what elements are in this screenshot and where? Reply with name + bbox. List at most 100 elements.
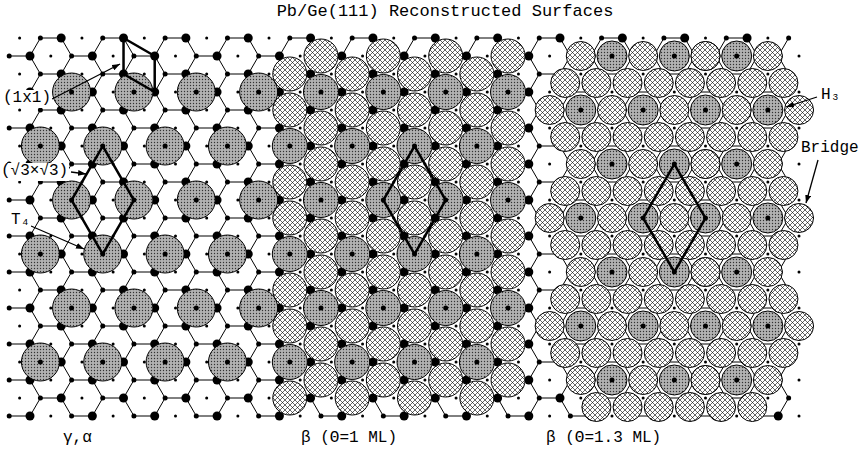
pb-atom-hatched — [675, 339, 704, 368]
leader-arrow — [806, 160, 818, 203]
second-atom — [69, 270, 74, 275]
second-atom — [724, 36, 729, 41]
deep-atom — [392, 145, 395, 148]
deep-atom — [361, 379, 364, 382]
deep-atom — [704, 109, 707, 112]
site-dot — [703, 324, 708, 329]
pb-atom-hatched — [273, 201, 307, 235]
deep-atom — [579, 73, 582, 76]
second-atom — [506, 414, 511, 419]
second-atom — [537, 396, 542, 401]
pb-atom-hatched — [769, 177, 798, 206]
deep-atom — [299, 307, 302, 310]
site-dot — [506, 198, 511, 203]
deep-atom — [766, 37, 769, 40]
deep-atom — [673, 235, 676, 238]
deep-atom — [330, 325, 333, 328]
deep-atom — [236, 91, 239, 94]
second-atom — [131, 378, 136, 383]
deep-atom — [766, 181, 769, 184]
pb-atom-hatched — [366, 111, 400, 145]
deep-atom — [735, 199, 738, 202]
pb-atom-hatched — [582, 177, 611, 206]
pb-atom-hatched — [429, 147, 463, 181]
second-atom — [194, 378, 199, 383]
second-atom — [69, 54, 74, 59]
top-atom — [57, 34, 66, 43]
pb-atom-hatched — [566, 258, 595, 287]
site-dot — [38, 360, 43, 365]
pb-atom-hatched — [753, 366, 782, 395]
second-atom — [194, 342, 199, 347]
pb-atom-hatched — [566, 366, 595, 395]
deep-atom — [642, 253, 645, 256]
deep-atom — [766, 325, 769, 328]
site-dot — [443, 306, 448, 311]
pb-atom-shaded — [491, 291, 526, 326]
deep-atom — [766, 361, 769, 364]
deep-atom — [174, 91, 177, 94]
second-atom — [38, 216, 43, 221]
second-atom — [194, 54, 199, 59]
pb-atom-hatched — [460, 381, 494, 415]
pb-atom-hatched — [629, 366, 658, 395]
deep-atom — [766, 253, 769, 256]
deep-atom — [486, 307, 489, 310]
second-atom — [38, 288, 43, 293]
site-dot — [734, 54, 739, 59]
site-dot — [734, 162, 739, 167]
second-atom — [194, 234, 199, 239]
second-atom — [7, 126, 12, 131]
deep-atom — [361, 235, 364, 238]
pb-atom-hatched — [707, 177, 736, 206]
site-dot — [443, 90, 448, 95]
second-atom — [537, 36, 542, 41]
second-atom — [506, 306, 511, 311]
site-dot — [163, 360, 168, 365]
pb-atom-shaded — [459, 129, 494, 164]
second-atom — [256, 126, 261, 131]
deep-atom — [236, 415, 239, 418]
deep-atom — [735, 235, 738, 238]
pb-adatoms — [21, 39, 813, 422]
site-dot — [506, 306, 511, 311]
pb-atom-shaded — [303, 291, 338, 326]
second-atom — [100, 180, 105, 185]
pb-atom-hatched — [366, 327, 400, 361]
site-dot — [38, 144, 43, 149]
pb-atom-shaded — [722, 149, 752, 179]
phase-label: γ,α — [62, 430, 93, 448]
deep-atom — [735, 271, 738, 274]
deep-atom — [112, 307, 115, 310]
pb-atom-shaded — [240, 181, 278, 219]
second-atom — [225, 216, 230, 221]
second-atom — [163, 396, 168, 401]
deep-atom — [80, 361, 83, 364]
pb-atom-hatched — [491, 147, 525, 181]
pb-atom-hatched — [582, 69, 611, 98]
pb-atom-shaded — [397, 345, 432, 380]
deep-atom — [330, 109, 333, 112]
deep-atom — [330, 253, 333, 256]
deep-atom — [610, 379, 613, 382]
deep-atom — [704, 397, 707, 400]
pb-atom-hatched — [566, 150, 595, 179]
top-atom — [524, 52, 533, 61]
second-atom — [256, 306, 261, 311]
second-atom — [287, 360, 292, 365]
deep-atom — [610, 343, 613, 346]
pb-atom-hatched — [429, 327, 463, 361]
pb-atom-hatched — [644, 339, 673, 368]
deep-atom — [80, 37, 83, 40]
site-dot — [474, 144, 479, 149]
second-atom — [287, 36, 292, 41]
pb-atom-hatched — [304, 255, 338, 289]
pb-atom-hatched — [491, 327, 525, 361]
pb-atom-hatched — [707, 123, 736, 152]
deep-atom — [268, 361, 271, 364]
top-atom — [119, 394, 128, 403]
pb-atom-hatched — [273, 57, 307, 91]
pb-atom-hatched — [691, 42, 720, 71]
second-atom — [163, 108, 168, 113]
